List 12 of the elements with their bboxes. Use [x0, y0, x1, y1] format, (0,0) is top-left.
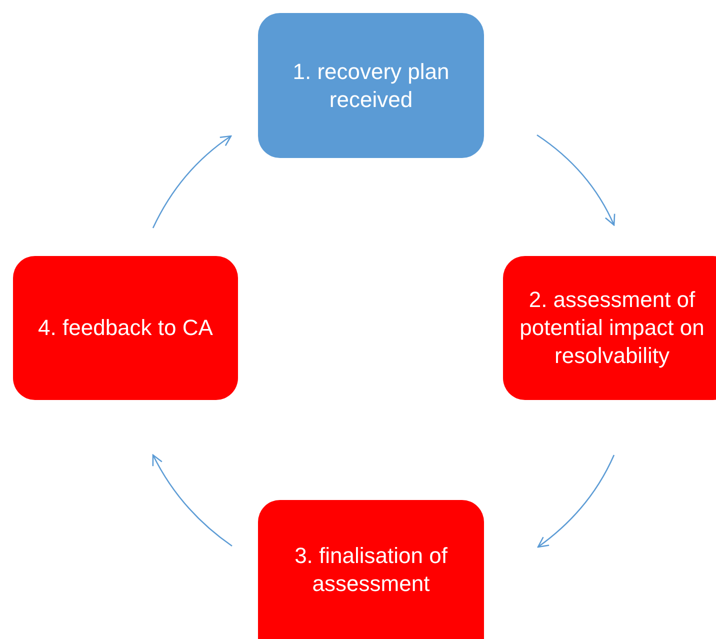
step-label: 2. assessment of potential impact on resolvability [519, 286, 705, 370]
curved-arrow [152, 454, 232, 547]
step-label: 1. recovery plan received [292, 58, 450, 114]
step-label: 4. feedback to CA [38, 314, 213, 342]
curved-arrow [152, 135, 232, 228]
curved-arrow [537, 454, 615, 548]
process-box [13, 256, 238, 400]
step-label: 3. finalisation of assessment [294, 542, 448, 598]
process-box [258, 500, 484, 639]
curved-arrow [536, 134, 615, 226]
process-box [258, 13, 484, 158]
process-box [503, 256, 716, 400]
